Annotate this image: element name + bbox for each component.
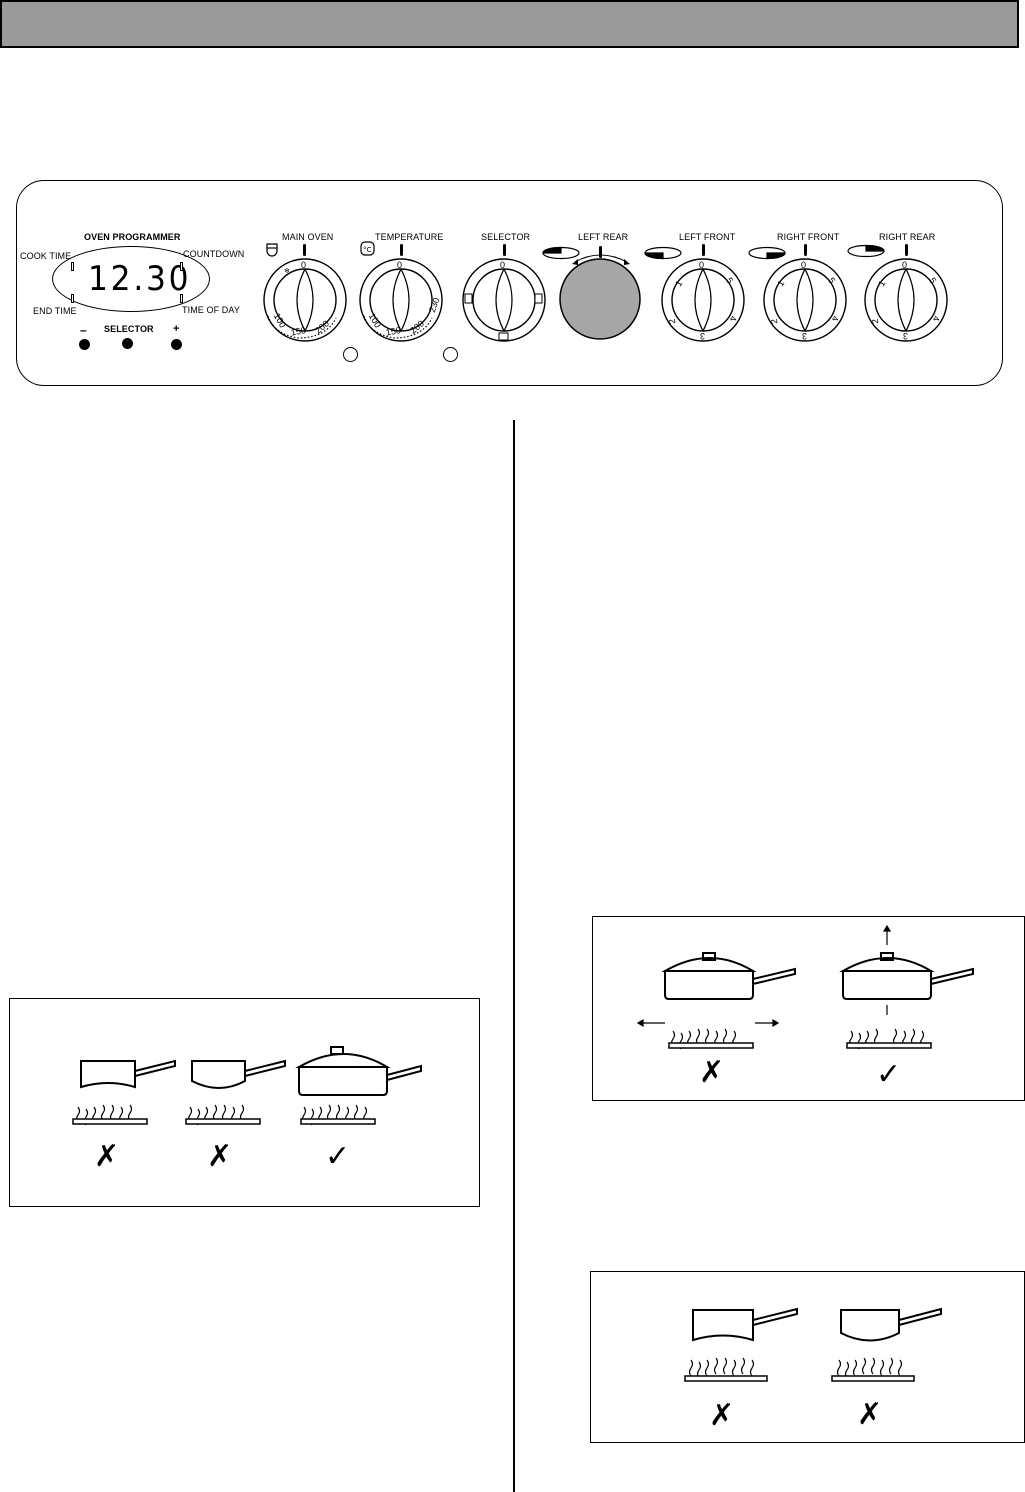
svg-text:❄: ❄ xyxy=(284,267,290,275)
svg-text:4: 4 xyxy=(830,315,841,322)
knob-label-temperature: TEMPERATURE xyxy=(375,232,444,242)
svg-text:4: 4 xyxy=(728,315,739,322)
knob-graphics: °C 0 ❄ 100 150 200 xyxy=(263,241,948,342)
pan-convex-icon xyxy=(840,1307,942,1342)
pan-concave-icon xyxy=(80,1059,176,1089)
right-front-knob[interactable]: 0 1 2 3 4 5 xyxy=(763,244,847,342)
control-panel xyxy=(16,180,1003,386)
incorrect-mark: ✗ xyxy=(709,1399,735,1432)
oven-light-icon xyxy=(266,243,278,257)
knob-label-right-front: RIGHT FRONT xyxy=(777,232,840,242)
display-digits: 12.30 xyxy=(88,259,192,299)
svg-text:1: 1 xyxy=(876,279,887,288)
pan-flat-lid-icon xyxy=(295,1046,422,1096)
svg-text:0: 0 xyxy=(500,260,505,270)
svg-text:0: 0 xyxy=(902,260,907,270)
knob-label-main-oven: MAIN OVEN xyxy=(282,232,334,242)
knob-label-left-front: LEFT FRONT xyxy=(679,232,736,242)
svg-text:150: 150 xyxy=(385,325,402,337)
figure-pan-size: ✗ ✓ xyxy=(592,916,1025,1101)
temperature-knob[interactable]: 0 100 150 200 230 xyxy=(359,244,443,342)
header-bar xyxy=(0,0,1019,48)
correct-mark: ✓ xyxy=(325,1140,351,1173)
svg-text:1: 1 xyxy=(673,279,684,288)
right-rear-knob[interactable]: 0 1 2 3 4 5 xyxy=(864,244,948,342)
figure-pan-distortion: ✗ ✗ xyxy=(590,1271,1025,1443)
svg-text:5: 5 xyxy=(927,276,938,285)
selector-button[interactable] xyxy=(122,338,133,349)
hotplate-icon xyxy=(185,1118,261,1125)
svg-text:3: 3 xyxy=(903,331,908,341)
svg-text:5: 5 xyxy=(826,276,837,285)
oven-on-neon xyxy=(343,347,358,362)
pan-concave-icon xyxy=(692,1307,798,1342)
hotplate-icon xyxy=(72,1118,148,1125)
svg-text:0: 0 xyxy=(699,260,704,270)
minus-button[interactable] xyxy=(79,339,90,350)
incorrect-mark: ✗ xyxy=(857,1398,883,1431)
cook-time-label: COOK TIME xyxy=(20,251,72,261)
pan-convex-icon xyxy=(191,1059,286,1089)
countdown-indicator xyxy=(180,262,183,271)
svg-text:1: 1 xyxy=(775,279,786,288)
correct-size-pan-icon xyxy=(839,952,974,1000)
cook-time-indicator xyxy=(71,262,74,271)
svg-text:0: 0 xyxy=(801,260,806,270)
hotplate-icon xyxy=(668,1042,754,1049)
svg-text:5: 5 xyxy=(724,276,735,285)
hotplate-icon xyxy=(300,1118,376,1125)
figure-pan-base-types: ✗ ✗ ✓ xyxy=(9,998,480,1207)
minus-label: – xyxy=(80,323,87,337)
svg-text:2: 2 xyxy=(769,318,780,325)
selector-knob[interactable]: 0 xyxy=(462,244,546,342)
svg-text:3: 3 xyxy=(700,331,705,341)
thermometer-icon: °C xyxy=(360,241,375,256)
left-front-position-icon xyxy=(644,246,682,260)
oversized-pan-icon xyxy=(661,952,796,1000)
svg-text:2: 2 xyxy=(870,318,881,325)
end-time-label: END TIME xyxy=(33,306,77,316)
svg-text:2: 2 xyxy=(667,318,678,325)
column-divider xyxy=(513,420,515,1492)
svg-text:0: 0 xyxy=(301,260,306,270)
left-front-knob[interactable]: 0 1 2 3 4 5 xyxy=(661,244,745,342)
programmer-display xyxy=(52,246,210,312)
svg-text:150: 150 xyxy=(290,325,307,337)
thermostat-neon xyxy=(443,347,458,362)
svg-text:230: 230 xyxy=(427,296,442,314)
end-time-indicator xyxy=(71,294,74,303)
selector-label: SELECTOR xyxy=(104,324,154,334)
main-oven-knob[interactable]: 0 ❄ 100 150 200 xyxy=(263,244,347,342)
svg-text:3: 3 xyxy=(802,331,807,341)
right-front-position-icon xyxy=(748,246,786,260)
left-rear-knob[interactable] xyxy=(559,258,641,340)
svg-text:4: 4 xyxy=(931,315,942,322)
incorrect-mark: ✗ xyxy=(94,1140,120,1173)
incorrect-mark: ✗ xyxy=(699,1056,725,1089)
knob-label-left-rear: LEFT REAR xyxy=(578,232,629,242)
plus-label: + xyxy=(173,323,180,335)
knob-label-selector: SELECTOR xyxy=(481,232,531,242)
countdown-label: COUNTDOWN xyxy=(183,249,245,259)
time-of-day-indicator xyxy=(180,294,183,303)
time-of-day-label: TIME OF DAY xyxy=(182,305,240,315)
left-rear-position-icon xyxy=(542,246,580,260)
hotplate-icon xyxy=(684,1375,768,1382)
svg-text:0: 0 xyxy=(397,260,402,270)
correct-mark: ✓ xyxy=(876,1058,902,1091)
plus-button[interactable] xyxy=(171,339,182,350)
oven-programmer-title: OVEN PROGRAMMER xyxy=(84,232,181,242)
incorrect-mark: ✗ xyxy=(207,1140,233,1173)
right-rear-position-icon xyxy=(847,244,885,258)
hotplate-icon xyxy=(846,1042,932,1049)
svg-text:°C: °C xyxy=(363,246,372,254)
knob-label-right-rear: RIGHT REAR xyxy=(879,232,936,242)
hotplate-icon xyxy=(831,1375,915,1382)
